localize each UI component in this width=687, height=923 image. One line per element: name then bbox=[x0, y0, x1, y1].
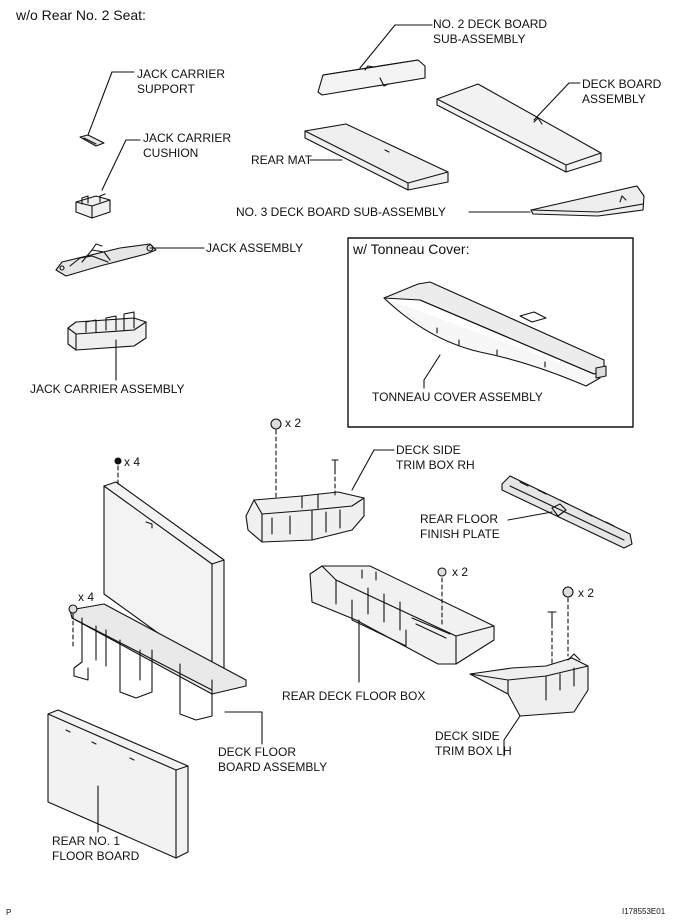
label-deck-side-trim-box-lh: DECK SIDE TRIM BOX LH bbox=[435, 729, 512, 758]
no2-deck-board-part bbox=[317, 24, 433, 96]
label-deck-side-trim-box-rh: DECK SIDE TRIM BOX RH bbox=[396, 443, 475, 472]
deck-side-trim-box-lh-part bbox=[469, 586, 589, 757]
label-jack-carrier-assembly: JACK CARRIER ASSEMBLY bbox=[30, 382, 185, 396]
rear-deck-floor-box-part bbox=[309, 565, 495, 683]
label-jack-assembly: JACK ASSEMBLY bbox=[206, 241, 304, 255]
rear-floor-finish-plate-part bbox=[501, 475, 633, 549]
label-deck-floor-board-assembly: DECK FLOOR BOARD ASSEMBLY bbox=[218, 745, 328, 774]
tonneau-cover-box bbox=[347, 237, 634, 428]
qty-clip-top-center: x 2 bbox=[285, 416, 302, 430]
qty-clip-center: x 2 bbox=[452, 565, 469, 579]
deck-side-trim-box-rh-part bbox=[245, 418, 395, 543]
page-title: w/o Rear No. 2 Seat: bbox=[16, 7, 146, 23]
jack-carrier-assembly-part bbox=[67, 311, 147, 381]
tonneau-box-title: w/ Tonneau Cover: bbox=[353, 241, 470, 257]
jack-carrier-support-part bbox=[79, 71, 135, 147]
label-rear-deck-floor-box: REAR DECK FLOOR BOX bbox=[282, 689, 426, 703]
jack-carrier-cushion-part bbox=[75, 139, 141, 219]
qty-clip-left: x 4 bbox=[78, 590, 95, 604]
jack-assembly-part bbox=[55, 243, 205, 277]
tonneau-cover-part bbox=[383, 281, 607, 389]
label-no3-deck-board-sub-assembly: NO. 3 DECK BOARD SUB-ASSEMBLY bbox=[236, 205, 446, 219]
rear-no1-floor-board-part bbox=[47, 709, 189, 859]
corner-mark: P bbox=[6, 908, 12, 917]
label-no2-deck-board-sub-assembly: NO. 2 DECK BOARD SUB-ASSEMBLY bbox=[433, 17, 548, 46]
label-rear-mat: REAR MAT bbox=[251, 153, 313, 167]
label-deck-board-assembly: DECK BOARD ASSEMBLY bbox=[582, 77, 662, 106]
label-rear-no1-floor-board: REAR NO. 1 FLOOR BOARD bbox=[52, 834, 140, 863]
qty-screw-left-top: x 4 bbox=[124, 455, 141, 469]
no3-deck-board-part bbox=[468, 185, 645, 217]
label-rear-floor-finish-plate: REAR FLOOR FINISH PLATE bbox=[420, 512, 500, 541]
figure-id: I178553E01 bbox=[622, 907, 666, 916]
label-jack-carrier-cushion: JACK CARRIER CUSHION bbox=[143, 131, 232, 160]
label-jack-carrier-support: JACK CARRIER SUPPORT bbox=[137, 67, 226, 96]
deck-board-assembly-part bbox=[436, 82, 602, 173]
rear-mat-part bbox=[304, 123, 449, 191]
label-tonneau-cover-assembly: TONNEAU COVER ASSEMBLY bbox=[372, 390, 543, 404]
deck-floor-board-assembly-part bbox=[68, 457, 263, 745]
qty-clip-right: x 2 bbox=[578, 586, 595, 600]
